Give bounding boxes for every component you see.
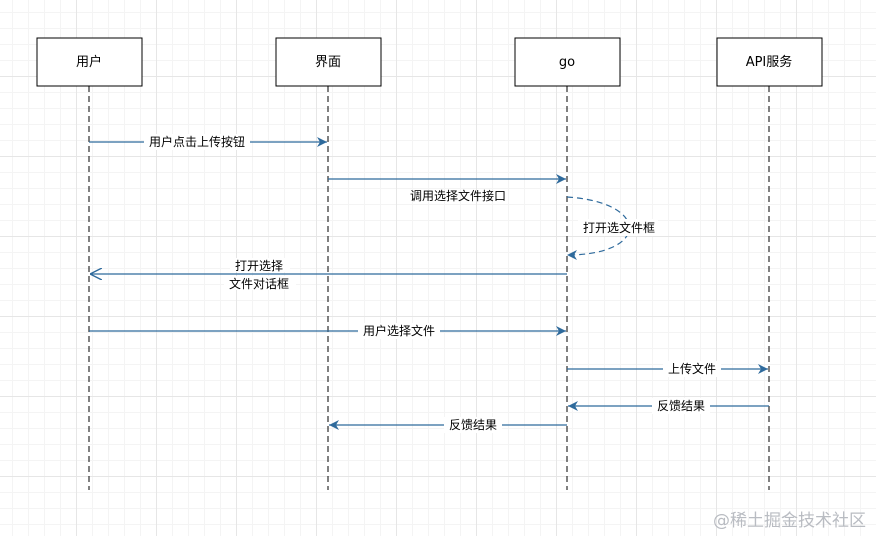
message-label-open-file-dialog-line2: 文件对话框 xyxy=(229,276,289,291)
message-label-user-select-file: 用户选择文件 xyxy=(363,323,435,338)
actor-label-api: API服务 xyxy=(746,54,793,70)
message-user-select-file: 用户选择文件 xyxy=(89,323,566,339)
actor-label-ui: 界面 xyxy=(315,55,341,70)
message-label-feedback-to-go: 反馈结果 xyxy=(657,399,705,413)
message-label-call-select-file: 调用选择文件接口 xyxy=(410,188,506,203)
message-feedback-to-go: 反馈结果 xyxy=(568,398,769,414)
watermark: @稀土掘金技术社区 xyxy=(713,511,866,531)
message-label-feedback-to-ui: 反馈结果 xyxy=(449,418,497,432)
actor-box-ui xyxy=(275,37,382,87)
actor-ui: 界面 xyxy=(275,37,382,490)
message-label-open-file-dialog-line1: 打开选择 xyxy=(235,259,283,273)
actor-label-user: 用户 xyxy=(76,54,102,70)
actor-box-api xyxy=(716,37,823,87)
message-label-open-file-box: 打开选文件框 xyxy=(583,220,655,235)
actor-box-user xyxy=(36,37,143,87)
actor-go: go xyxy=(514,37,621,490)
actor-box-go xyxy=(514,37,621,87)
message-call-select-file: 调用选择文件接口 xyxy=(328,174,566,203)
message-click-upload: 用户点击上传按钮 xyxy=(89,134,327,150)
message-open-file-dialog: 打开选择 文件对话框 xyxy=(90,258,567,291)
actor-user: 用户 xyxy=(36,37,143,490)
message-upload-file: 上传文件 xyxy=(567,361,768,377)
actor-label-go: go xyxy=(559,55,575,70)
message-label-upload-file: 上传文件 xyxy=(668,361,716,376)
actor-api: API服务 xyxy=(716,37,823,490)
message-feedback-to-ui: 反馈结果 xyxy=(329,417,567,433)
message-open-file-box: 打开选文件框 xyxy=(566,196,658,260)
message-label-click-upload: 用户点击上传按钮 xyxy=(149,134,245,149)
